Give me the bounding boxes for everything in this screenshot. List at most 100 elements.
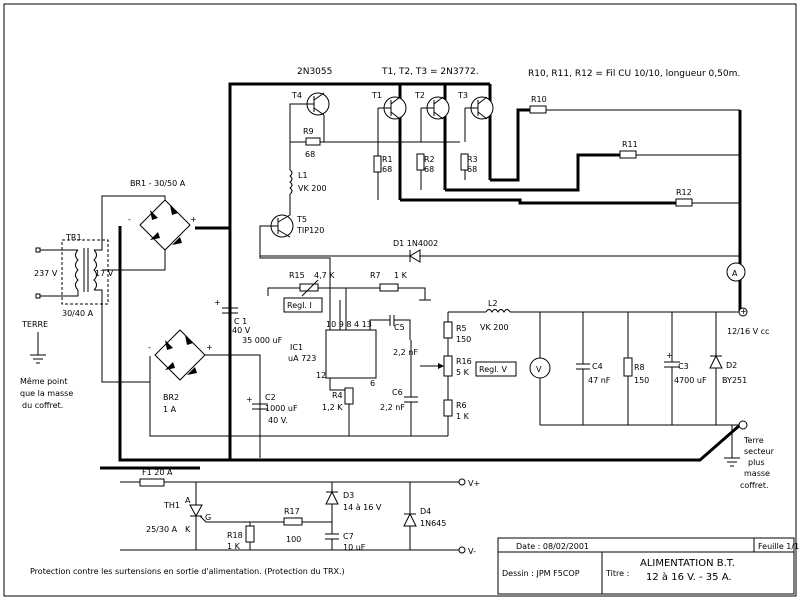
- r5-resistor: [443, 321, 453, 339]
- regl-i-label: Regl. I: [287, 301, 312, 310]
- rail-negative-bottom: [118, 226, 741, 462]
- r17-label: R17: [284, 507, 300, 516]
- earth-note-1: Même point: [20, 376, 67, 386]
- rail-positive-top: [195, 82, 400, 230]
- power-transistor-types: T1, T2, T3 = 2N3772.: [381, 67, 479, 77]
- r16-label: R16: [456, 357, 472, 366]
- wire-br2-out: [205, 354, 261, 458]
- r18-label: R18: [227, 531, 243, 540]
- secondary-voltage: 17 V: [95, 269, 114, 278]
- wire-ic1-r4: [329, 378, 345, 391]
- t2-label: T2: [414, 91, 425, 100]
- r4-value: 1,2 K: [322, 403, 343, 412]
- r7-value: 1 K: [394, 271, 408, 280]
- br2-plus: +: [206, 343, 213, 352]
- t5-type: TIP120: [296, 226, 324, 235]
- wire-th1-gate: [199, 515, 250, 523]
- f1-fuse: [139, 478, 165, 487]
- earth-right-1: Terre: [743, 436, 764, 445]
- c3-label: C3: [678, 362, 689, 371]
- c6-label: C6: [392, 388, 403, 397]
- c1-plus: +: [214, 298, 221, 307]
- wire-ic1-c5: [369, 319, 390, 330]
- regl-i-box: [283, 297, 323, 313]
- d2-type: BY251: [722, 376, 747, 385]
- wire-t5-base: [259, 225, 331, 330]
- r1-value: 68: [382, 165, 392, 174]
- r8-label: R8: [634, 363, 645, 372]
- br2-bridge-rectifier: [154, 329, 206, 381]
- c2-voltage: 40 V.: [268, 416, 288, 425]
- wire-sec-to-br2: [94, 289, 151, 383]
- d1-diode: [409, 249, 421, 263]
- wire-r10-thick: [490, 108, 530, 182]
- l2-value: VK 200: [480, 323, 509, 332]
- r17-resistor: [283, 517, 303, 526]
- r6-resistor: [443, 399, 453, 417]
- r16-potentiometer: [443, 355, 453, 377]
- r8-value: 150: [634, 376, 649, 385]
- r3-label: R3: [467, 155, 478, 164]
- wire-primary-bot: [40, 290, 79, 297]
- c7-label: C7: [343, 532, 354, 541]
- c1-value: 35 000 uF: [242, 336, 283, 345]
- br1-plus: +: [190, 215, 197, 224]
- l2-label: L2: [488, 299, 498, 308]
- output-voltage: 12/16 V cc: [727, 327, 769, 336]
- title-block: [497, 537, 795, 595]
- wire-t4-base: [289, 103, 306, 143]
- earth-note-2: que la masse: [20, 389, 73, 398]
- l1-label: L1: [298, 171, 308, 180]
- earth-note-3: du coffret.: [22, 401, 63, 410]
- r17-value: 100: [286, 535, 301, 544]
- r18-resistor: [245, 525, 255, 543]
- c4-value: 47 nF: [588, 376, 611, 385]
- r9-value: 68: [305, 150, 315, 159]
- th1-gate: G: [205, 513, 211, 522]
- ic1-pins-top: 10 9 8 4 13: [326, 320, 372, 329]
- ic1-pin-12: 12: [316, 371, 326, 380]
- d2-label: D2: [726, 361, 737, 370]
- terre-label: TERRE: [21, 320, 48, 329]
- t3-label: T3: [457, 91, 468, 100]
- r10-label: R10: [531, 95, 547, 104]
- c4-label: C4: [592, 362, 603, 371]
- wire-r7-out: [398, 287, 426, 300]
- r3-value: 68: [467, 165, 477, 174]
- ic1-chip: [325, 329, 377, 379]
- br2-minus: -: [148, 343, 151, 352]
- wire-r12-thick: [400, 198, 676, 205]
- vplus-terminal: [458, 478, 466, 486]
- regl-v-label: Regl. V: [479, 365, 508, 374]
- output-plus-terminal: [738, 307, 748, 317]
- sheet-label: Feuille 1/1: [758, 542, 799, 551]
- r2-resistor: [416, 153, 425, 171]
- tr1-current: 30/40 A: [62, 309, 94, 318]
- date-label: Date : 08/02/2001: [516, 542, 589, 551]
- r12-resistor: [675, 198, 693, 207]
- r4-label: R4: [332, 391, 343, 400]
- wire-r11-thick: [445, 153, 620, 192]
- r11-label: R11: [622, 140, 638, 149]
- t1-transistor: [378, 96, 407, 120]
- c2-label: C2: [265, 393, 276, 402]
- ic1-type: uA 723: [288, 354, 316, 363]
- d3-zener: [325, 490, 339, 505]
- d3-label: D3: [343, 491, 354, 500]
- protection-caption: Protection contre les surtensions en sor…: [30, 567, 345, 576]
- c6-value: 2,2 nF: [380, 403, 405, 412]
- tr1-label: TR1: [65, 233, 82, 242]
- d4-type: 1N645: [420, 519, 446, 528]
- r5-label: R5: [456, 324, 467, 333]
- br1-bridge-rectifier: [139, 199, 191, 251]
- r9-resistor: [305, 137, 321, 146]
- r2-label: R2: [424, 155, 435, 164]
- t4-label: T4: [291, 91, 302, 100]
- r6-label: R6: [456, 401, 467, 410]
- vplus-label: V+: [468, 479, 480, 488]
- r8-resistor: [623, 357, 633, 377]
- author-label: Dessin : JPM F5COP: [502, 569, 580, 578]
- d4-diode: [403, 512, 417, 527]
- t3-transistor: [465, 96, 494, 120]
